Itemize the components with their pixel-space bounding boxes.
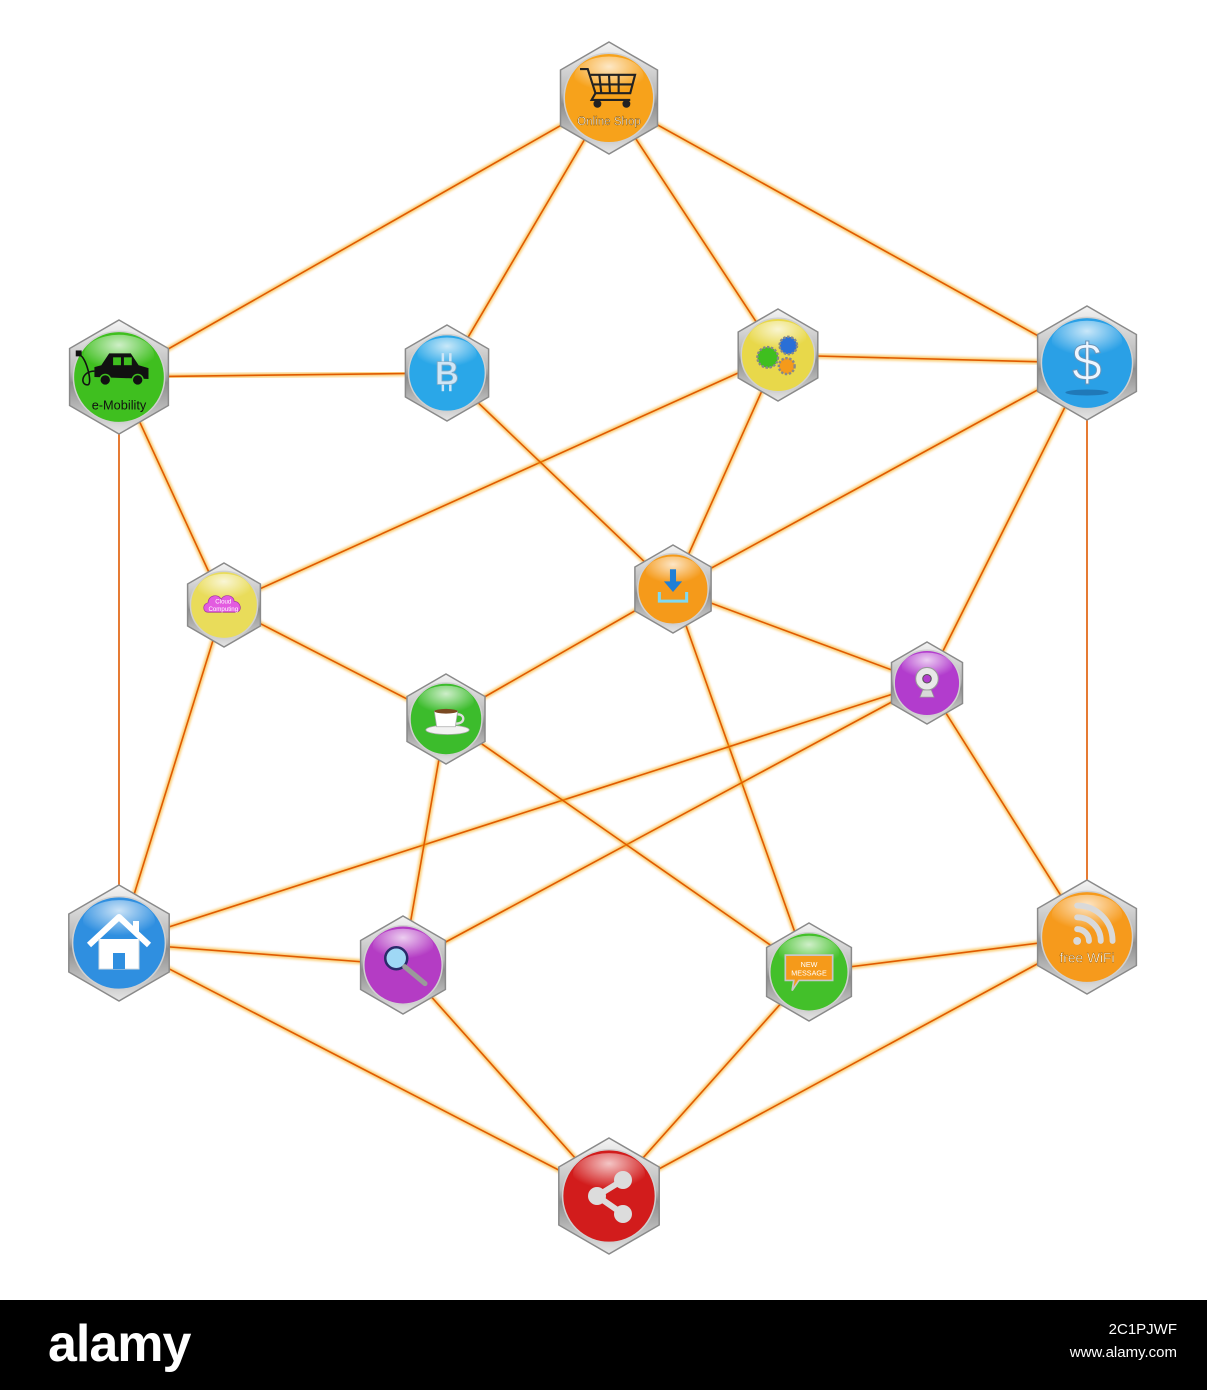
hexagon-frame <box>1036 305 1138 421</box>
connection-lines <box>116 95 1090 1199</box>
online-shop-node[interactable]: Online Shop <box>559 41 659 155</box>
wifi-icon <box>1073 902 1116 945</box>
node-label: free WiFi <box>1060 951 1115 966</box>
connection-line <box>445 371 675 591</box>
hexagon-frame <box>404 324 490 422</box>
webcam-icon <box>915 666 939 698</box>
connection-line <box>401 680 929 968</box>
connection-line <box>116 604 227 944</box>
electric-car-icon <box>75 350 149 387</box>
magnifier-icon <box>383 945 428 987</box>
image-id: 2C1PJWF <box>1108 1321 1177 1338</box>
hexagon-frame <box>737 308 819 402</box>
shopping-cart-icon <box>580 67 637 108</box>
connection-line <box>118 680 928 946</box>
bitcoin-icon: B <box>435 353 459 393</box>
free-wifi-node[interactable]: free WiFi <box>1036 879 1138 995</box>
dollar-icon: $ <box>1065 333 1109 396</box>
node-label: e-Mobility <box>92 397 147 412</box>
svg-text:B: B <box>435 356 459 393</box>
home-node[interactable] <box>68 884 170 1002</box>
speech-bubble-icon <box>784 954 834 992</box>
cloud-icon <box>203 595 241 613</box>
connection-line <box>924 361 1090 685</box>
coffee-cup-icon <box>425 708 470 735</box>
share-node[interactable] <box>558 1137 660 1255</box>
site-url: www.alamy.com <box>1069 1344 1177 1361</box>
watermark-footer: alamy 2C1PJWF www.alamy.com <box>0 1300 1207 1390</box>
bitcoin-node[interactable]: B <box>404 324 490 422</box>
connection-line <box>117 95 611 380</box>
download-node[interactable] <box>634 544 712 634</box>
connection-line <box>671 360 1089 592</box>
home-icon <box>86 914 152 970</box>
connection-line <box>607 95 1089 366</box>
connection-line <box>670 353 781 591</box>
hexagon-frame <box>558 1137 660 1255</box>
footer-meta: 2C1PJWF www.alamy.com <box>1070 1320 1177 1366</box>
connection-line <box>606 96 781 357</box>
alamy-logo: alamy <box>48 1315 191 1373</box>
dollar-node[interactable]: $ <box>1036 305 1138 421</box>
hexagon-frame <box>559 41 659 155</box>
connection-line <box>444 96 612 375</box>
gears-node[interactable] <box>737 308 819 402</box>
share-icon <box>588 1171 632 1223</box>
connection-line <box>672 586 928 686</box>
download-icon <box>657 569 689 603</box>
node-label: Online Shop <box>577 116 641 128</box>
connection-line <box>222 352 780 608</box>
search-node[interactable] <box>359 915 447 1015</box>
gears-icon <box>756 335 799 376</box>
connection-line <box>117 940 611 1199</box>
coffee-node[interactable] <box>406 673 486 765</box>
svg-text:$: $ <box>1072 334 1102 393</box>
connection-line <box>118 370 448 380</box>
connection-line <box>607 934 1089 1199</box>
connection-line <box>444 716 811 975</box>
network-diagram: Online Shop e-Mobility B <box>68 41 1138 1255</box>
connection-line <box>777 352 1088 366</box>
e-mobility-node[interactable]: e-Mobility <box>68 319 170 435</box>
webcam-node[interactable] <box>890 641 964 725</box>
